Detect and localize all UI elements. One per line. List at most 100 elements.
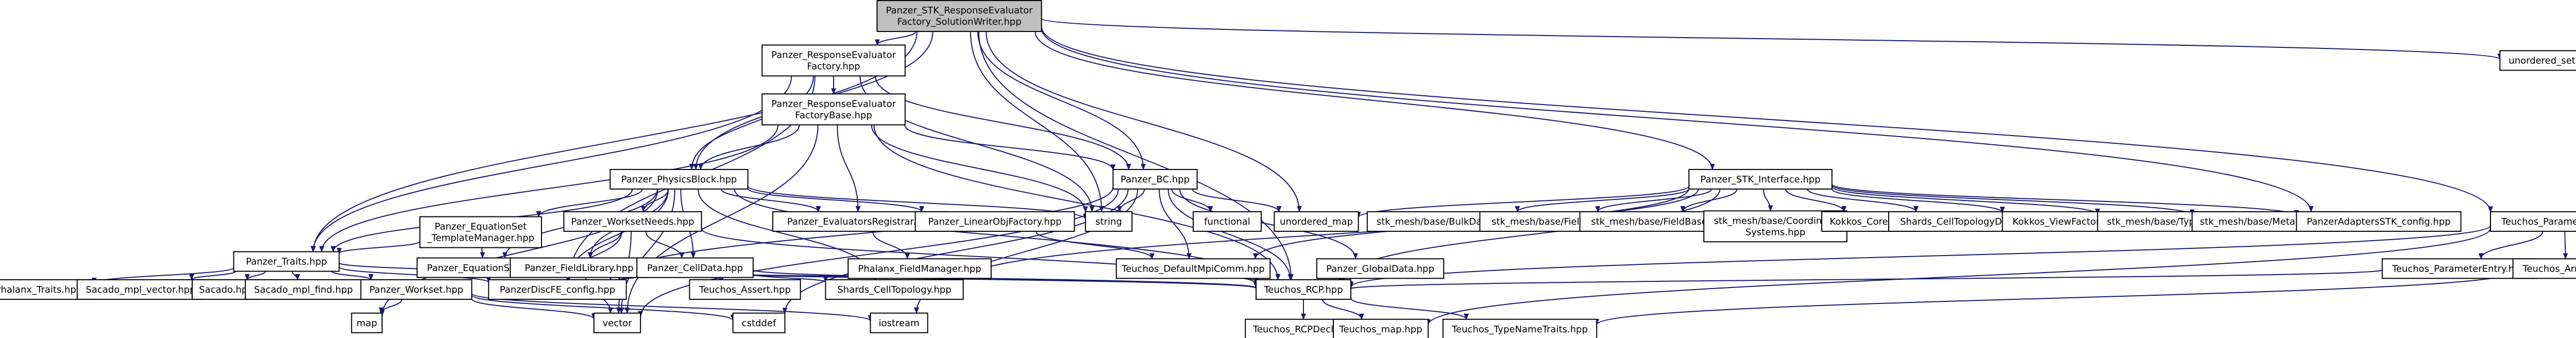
node-label: stk_mesh/base/Field.hpp	[1492, 216, 1606, 227]
node-label: Teuchos_Assert.hpp	[699, 284, 791, 295]
node-field-manager: Phalanx_FieldManager.hpp	[848, 258, 992, 279]
node-teuchos-map[interactable]: Teuchos_map.hpp	[1333, 318, 1429, 338]
node-label: Teuchos_RCPDecl.hpp	[1252, 324, 1354, 335]
edge-root-to-unorderedSet	[1041, 18, 2502, 60]
node-map: map	[351, 312, 383, 333]
node-box	[1316, 258, 1445, 279]
node-label: Panzer_ResponseEvaluator	[771, 50, 896, 61]
node-rcp[interactable]: Teuchos_RCP.hpp	[1256, 279, 1351, 300]
node-label: stk_mesh/base/BulkData.hpp	[1377, 216, 1512, 227]
node-label: Kokkos_ViewFactory.hpp	[2012, 216, 2124, 227]
node-physics-block[interactable]: Panzer_PhysicsBlock.hpp	[609, 168, 749, 190]
node-box	[914, 211, 1075, 232]
edge-root-to-string	[970, 31, 1105, 212]
edge-paramList-to-rcp	[1348, 225, 2491, 288]
node-functional: functional	[1193, 211, 1262, 232]
node-vector: vector	[593, 312, 641, 333]
edge-workset-to-cstddef	[471, 294, 736, 321]
node-linear-obj-factory[interactable]: Panzer_LinearObjFactory.hpp	[914, 211, 1075, 232]
node-label: Panzer_ResponseEvaluator	[771, 99, 896, 110]
node-param-list[interactable]: Teuchos_ParameterList.hpp	[2490, 211, 2576, 232]
node-box	[351, 312, 383, 333]
node-label: stk_mesh/base/Coordinate	[1714, 216, 1837, 227]
node-box	[732, 312, 786, 333]
node-traits[interactable]: Panzer_Traits.hpp	[233, 251, 340, 272]
node-label: Sacado.hpp	[199, 284, 253, 295]
node-label: FactoryBase.hpp	[795, 110, 872, 121]
edge-reFactory-to-traits	[310, 76, 792, 252]
node-box	[2296, 211, 2462, 232]
node-label: PanzerDiscFE_config.hpp	[500, 284, 615, 295]
node-workset[interactable]: Panzer_Workset.hpp	[360, 279, 472, 300]
node-box	[1333, 318, 1429, 338]
edge-reFactoryBase-to-rcp	[873, 125, 1281, 280]
edge-traits-to-panzerConfig	[338, 266, 492, 283]
node-label: functional	[1204, 216, 1250, 227]
node-cell-data[interactable]: Panzer_CellData.hpp	[636, 257, 754, 278]
node-box	[1112, 168, 1198, 190]
edge-bc-to-string	[1116, 189, 1145, 212]
edge-bc-to-globalData	[1179, 189, 1359, 260]
node-default-mpi-comm[interactable]: Teuchos_DefaultMpiComm.hpp	[1115, 258, 1271, 279]
node-eq-set-t-m[interactable]: Panzer_EquationSet_TemplateManager.hpp	[419, 216, 542, 248]
node-field-library[interactable]: Panzer_FieldLibrary.hpp	[510, 257, 649, 278]
node-stk-interface[interactable]: Panzer_STK_Interface.hpp	[1688, 168, 1833, 190]
node-panzer-config: PanzerDiscFE_config.hpp	[488, 279, 627, 300]
node-shards-cell-topo: Shards_CellTopology.hpp	[825, 279, 964, 300]
node-label: Sacado_mpl_find.hpp	[254, 284, 353, 295]
node-box	[76, 279, 205, 300]
edge-reFactory-to-bc	[875, 76, 1131, 170]
node-box	[510, 257, 649, 278]
edge-rcp-to-teuchosMap	[1322, 299, 1364, 320]
edge-reFactory-to-physicsBlock	[689, 76, 814, 170]
node-label: Teuchos_ParameterList.hpp	[2501, 216, 2576, 227]
node-bc[interactable]: Panzer_BC.hpp	[1112, 168, 1198, 190]
edge-bc-to-unorderedMap	[1192, 189, 1282, 212]
node-label: Panzer_Workset.hpp	[369, 284, 463, 295]
node-string: string	[1084, 211, 1133, 232]
node-global-data[interactable]: Panzer_GlobalData.hpp	[1316, 258, 1445, 279]
node-box	[563, 211, 702, 232]
node-root[interactable]: Panzer_STK_ResponseEvaluatorFactory_Solu…	[876, 0, 1042, 32]
node-box	[2490, 211, 2576, 232]
node-label: Panzer_Traits.hpp	[246, 257, 327, 267]
node-label: string	[1095, 216, 1122, 227]
node-box	[876, 0, 1042, 32]
edge-worksetNeeds-to-cellData	[645, 231, 685, 259]
node-box	[1442, 318, 1598, 338]
edge-root-to-reFactory	[874, 31, 917, 46]
edge-reFactoryBase-to-physicsBlock	[698, 125, 800, 170]
node-label: iostream	[878, 318, 919, 329]
edge-stkInterface-to-types	[1831, 186, 2100, 215]
edge-workset-to-map	[379, 299, 402, 314]
edge-bc-to-defaultMpiComm	[1159, 189, 1192, 260]
node-box	[1274, 211, 1359, 232]
node-type-name-traits[interactable]: Teuchos_TypeNameTraits.hpp	[1442, 318, 1598, 338]
node-label: Teuchos_map.hpp	[1338, 324, 1422, 335]
edge-root-to-adaptersConfig	[1041, 28, 2314, 212]
node-adapters-config: PanzerAdaptersSTK_config.hpp	[2296, 211, 2462, 232]
edge-evalRegistrar-to-fieldManager	[872, 231, 910, 260]
node-label: Phalanx_Traits.hpp	[0, 284, 82, 295]
node-box	[1193, 211, 1262, 232]
edge-workset-to-vector	[471, 298, 597, 320]
node-label: Teuchos_RCP.hpp	[1263, 284, 1343, 295]
node-label: Panzer_GlobalData.hpp	[1326, 264, 1434, 275]
node-label: cstddef	[742, 318, 776, 329]
node-teuchos-array[interactable]: Teuchos_Array.hpp	[2512, 258, 2576, 279]
node-box	[609, 168, 749, 190]
edge-stkInterface-to-shardsCellTopoData	[1807, 189, 1919, 212]
node-label: stk_mesh/base/FieldBase.hpp	[1591, 216, 1728, 227]
node-label: Panzer_WorksetNeeds.hpp	[571, 216, 694, 227]
node-unordered-map: unordered_map	[1274, 211, 1359, 232]
node-box	[825, 279, 964, 300]
edge-root-to-bc	[977, 31, 1146, 170]
node-workset-needs[interactable]: Panzer_WorksetNeeds.hpp	[563, 211, 702, 232]
node-label: Factory_SolutionWriter.hpp	[897, 16, 1021, 27]
edge-reFactoryBase-to-evalRegistrar	[837, 125, 861, 212]
node-box	[636, 257, 754, 278]
node-box	[689, 279, 801, 300]
node-param-entry[interactable]: Teuchos_ParameterEntry.hpp	[2381, 258, 2537, 279]
